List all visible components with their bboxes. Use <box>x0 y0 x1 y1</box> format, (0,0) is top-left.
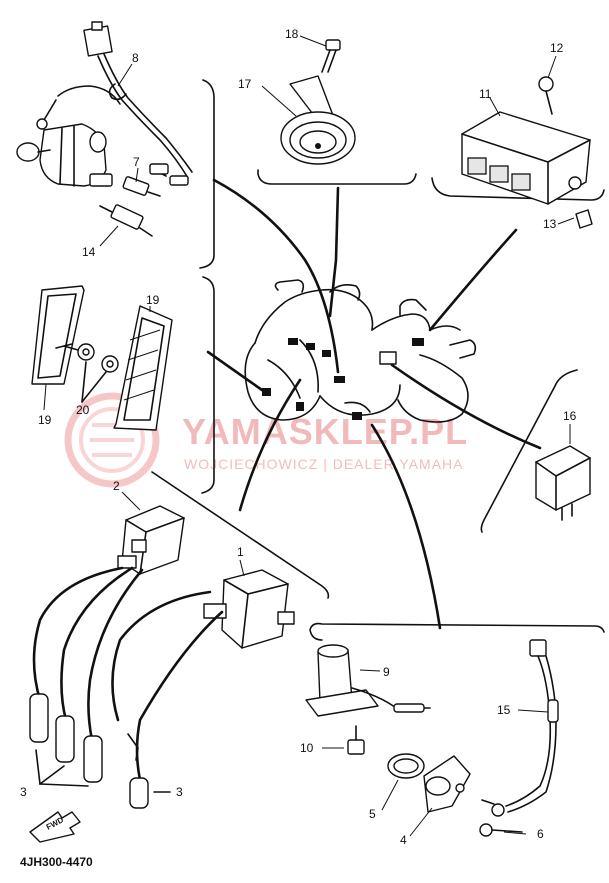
part-label-4: 4 <box>400 833 407 847</box>
nuts-20 <box>63 343 119 403</box>
screw-6 <box>479 823 523 837</box>
part-label-15: 15 <box>497 703 511 717</box>
nut-13 <box>575 209 593 229</box>
horn-17 <box>280 75 356 165</box>
part-label-5: 5 <box>369 807 376 821</box>
part-label-10: 10 <box>300 741 314 755</box>
switch-14 <box>99 204 153 237</box>
bolt-10 <box>347 725 365 755</box>
sensor-harness-15 <box>481 639 559 817</box>
reflector-left-19 <box>31 285 85 385</box>
part-labels: 8 7 14 19 19 20 18 17 11 12 13 16 2 1 9 … <box>20 27 577 847</box>
watermark-logo <box>64 392 160 488</box>
screw-12 <box>538 76 554 115</box>
ignition-coil-2 <box>117 505 185 575</box>
part-label-17: 17 <box>238 77 252 91</box>
watermark-title: YAMASKLEP.PL <box>182 411 468 452</box>
part-label-3-right: 3 <box>176 785 183 799</box>
part-label-9: 9 <box>383 665 390 679</box>
marker-starter <box>352 412 362 420</box>
wiring-harness-8 <box>36 21 193 186</box>
leader-lines <box>206 178 542 630</box>
part-label-13: 13 <box>543 217 557 231</box>
marker-relay <box>334 376 345 383</box>
part-label-7: 7 <box>133 155 140 169</box>
part-label-19-right: 19 <box>146 293 160 307</box>
part-label-11: 11 <box>479 87 492 101</box>
relay-16 <box>535 445 591 521</box>
marker-fwd <box>322 350 331 357</box>
ignition-coil-1 <box>203 569 295 649</box>
marker-ecu <box>412 338 424 346</box>
part-label-6: 6 <box>537 827 544 841</box>
part-label-18: 18 <box>285 27 299 41</box>
starter-solenoid-9 <box>305 644 431 717</box>
marker-flasher <box>379 351 397 365</box>
part-label-20: 20 <box>76 403 90 417</box>
marker-horn <box>288 338 298 345</box>
flange-4 <box>423 755 471 813</box>
number-leaders <box>43 35 575 837</box>
marker-reflector <box>262 388 271 396</box>
reflector-right-19 <box>113 305 173 431</box>
group-brackets <box>151 79 605 641</box>
neutral-switch-housing <box>16 123 113 187</box>
part-label-16: 16 <box>563 409 577 423</box>
watermark-subtitle: WOJCIECHOWICZ | DEALER YAMAHA <box>184 456 463 472</box>
spark-plug-leads-3 <box>29 566 224 809</box>
part-label-14: 14 <box>82 245 96 259</box>
marker-cdi <box>306 343 315 350</box>
marker-coil <box>296 402 304 411</box>
part-label-2: 2 <box>113 479 120 493</box>
part-label-12: 12 <box>550 41 564 55</box>
fwd-arrow: FWD <box>29 811 81 843</box>
part-label-3-left: 3 <box>20 785 27 799</box>
switch-7 <box>122 176 161 197</box>
cdi-unit-11 <box>461 111 591 205</box>
part-label-1: 1 <box>237 545 244 559</box>
gasket-5 <box>387 753 425 779</box>
diagram-code: 4JH300-4470 <box>20 855 93 869</box>
part-label-8: 8 <box>132 51 139 65</box>
motorcycle-outline <box>244 279 477 423</box>
part-label-19-left: 19 <box>38 413 52 427</box>
bolt-18 <box>321 39 341 73</box>
